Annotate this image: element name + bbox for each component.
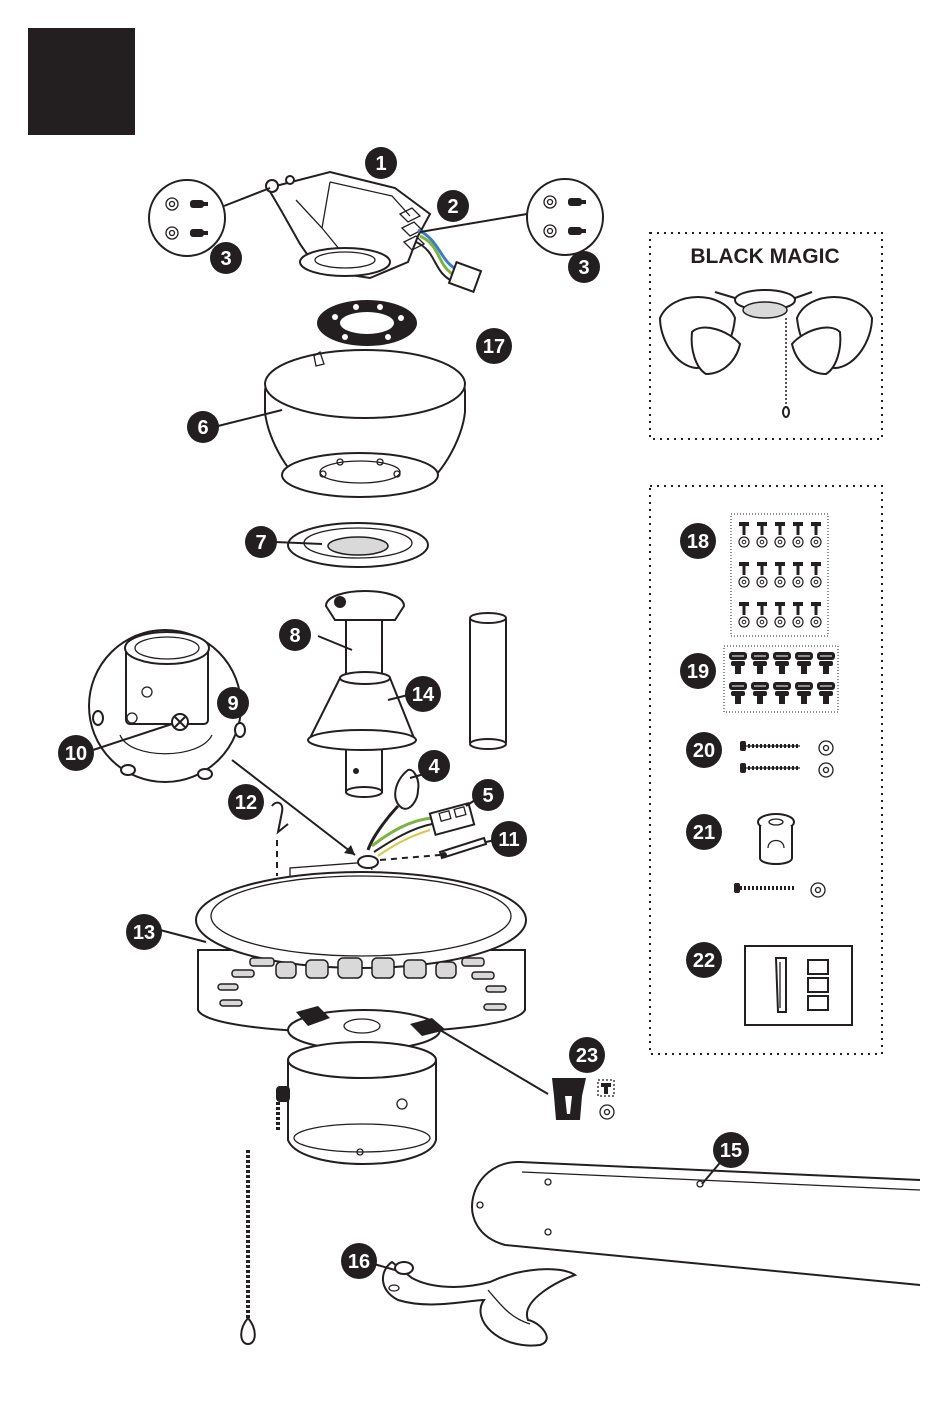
svg-text:7: 7 bbox=[255, 532, 266, 554]
mounting-bracket-part bbox=[266, 172, 481, 292]
small-screw-icon bbox=[739, 602, 749, 627]
bolt-with-lockwasher-icon bbox=[773, 652, 791, 674]
light-kit-panel: BLACK MAGIC bbox=[650, 233, 882, 439]
blade-screws-card bbox=[731, 514, 828, 636]
callout-7: 7 bbox=[245, 526, 277, 558]
small-screw-icon bbox=[739, 522, 749, 547]
callout-5: 5 bbox=[472, 779, 504, 811]
svg-text:10: 10 bbox=[65, 743, 87, 765]
small-screw-icon bbox=[793, 522, 803, 547]
callout-8: 8 bbox=[279, 619, 311, 651]
fan-blade-part bbox=[472, 1158, 920, 1285]
small-screw-icon bbox=[793, 562, 803, 587]
svg-text:6: 6 bbox=[197, 417, 208, 439]
hardware-panel bbox=[650, 486, 882, 1054]
callout-13: 13 bbox=[126, 914, 162, 950]
svg-text:16: 16 bbox=[348, 1251, 370, 1273]
small-screw-icon bbox=[775, 522, 785, 547]
small-screw-icon bbox=[793, 602, 803, 627]
callout-3-left: 3 bbox=[210, 242, 242, 274]
svg-text:23: 23 bbox=[576, 1045, 598, 1067]
svg-text:4: 4 bbox=[428, 756, 440, 778]
motor-housing-part bbox=[160, 856, 526, 1050]
small-screw-icon bbox=[775, 602, 785, 627]
bolt-with-lockwasher-icon bbox=[795, 652, 813, 674]
bolt-with-lockwasher-icon bbox=[729, 652, 747, 674]
svg-text:21: 21 bbox=[693, 822, 715, 844]
svg-text:3: 3 bbox=[578, 257, 589, 279]
gasket-part bbox=[317, 300, 417, 346]
callout-15: 15 bbox=[713, 1132, 749, 1168]
small-screw-icon bbox=[811, 602, 821, 627]
svg-text:15: 15 bbox=[720, 1140, 742, 1162]
bolt-with-lockwasher-icon bbox=[817, 652, 835, 674]
svg-text:1: 1 bbox=[375, 153, 386, 175]
canopy-part bbox=[218, 350, 465, 497]
switch-housing-part bbox=[276, 1042, 436, 1164]
svg-text:8: 8 bbox=[289, 625, 300, 647]
svg-text:12: 12 bbox=[235, 792, 257, 814]
small-screw-icon bbox=[757, 562, 767, 587]
hairpin-clip-part bbox=[272, 803, 288, 876]
bolt-with-lockwasher-icon bbox=[795, 682, 813, 704]
header-block bbox=[28, 28, 135, 135]
balancing-kit bbox=[745, 946, 852, 1025]
bolt-with-lockwasher-icon bbox=[751, 682, 769, 704]
svg-text:2: 2 bbox=[447, 196, 458, 218]
small-screw-icon bbox=[811, 562, 821, 587]
svg-text:19: 19 bbox=[687, 661, 709, 683]
callout-14: 14 bbox=[405, 676, 441, 712]
blade-arm-part bbox=[374, 1262, 575, 1346]
svg-text:17: 17 bbox=[483, 336, 505, 358]
callout-18: 18 bbox=[680, 523, 716, 559]
svg-text:13: 13 bbox=[133, 922, 155, 944]
bracket-screws-inset-left bbox=[149, 180, 270, 256]
light-kit-illustration bbox=[660, 290, 872, 417]
small-screw-icon bbox=[811, 522, 821, 547]
pull-chain-part bbox=[241, 1102, 278, 1344]
callout-6: 6 bbox=[187, 411, 219, 443]
small-screw-icon bbox=[775, 562, 785, 587]
canopy-cover-part bbox=[275, 523, 428, 567]
callout-1: 1 bbox=[365, 147, 397, 179]
bolt-with-lockwasher-icon bbox=[751, 652, 769, 674]
wiring-and-hardware bbox=[368, 770, 495, 860]
svg-text:5: 5 bbox=[482, 785, 493, 807]
coupling-cover-part bbox=[308, 672, 416, 750]
svg-text:18: 18 bbox=[687, 531, 709, 553]
bolt-with-lockwasher-icon bbox=[817, 682, 835, 704]
svg-text:11: 11 bbox=[498, 829, 519, 851]
bolt-with-lockwasher-icon bbox=[773, 682, 791, 704]
hook-hardware bbox=[734, 814, 825, 897]
small-screw-icon bbox=[739, 562, 749, 587]
callout-19: 19 bbox=[680, 653, 716, 689]
svg-text:9: 9 bbox=[227, 693, 238, 715]
svg-text:3: 3 bbox=[220, 248, 231, 270]
svg-text:20: 20 bbox=[693, 740, 715, 762]
callout-21: 21 bbox=[686, 814, 722, 850]
bolt-with-lockwasher-icon bbox=[729, 682, 747, 704]
callout-10: 10 bbox=[58, 735, 94, 771]
extension-downrod-part bbox=[470, 613, 506, 749]
svg-text:14: 14 bbox=[412, 684, 435, 706]
callout-17: 17 bbox=[476, 328, 512, 364]
wood-screws-washers bbox=[740, 741, 833, 777]
bracket-screws-card bbox=[724, 646, 838, 712]
callout-9: 9 bbox=[217, 687, 249, 719]
callout-12: 12 bbox=[228, 784, 264, 820]
callout-16: 16 bbox=[341, 1243, 377, 1279]
callout-22: 22 bbox=[686, 942, 722, 978]
small-screw-icon bbox=[757, 522, 767, 547]
callout-3-right: 3 bbox=[568, 251, 600, 283]
callout-11: 11 bbox=[491, 821, 527, 857]
callout-23: 23 bbox=[569, 1037, 605, 1073]
callout-20: 20 bbox=[686, 732, 722, 768]
light-kit-title: BLACK MAGIC bbox=[690, 245, 839, 268]
svg-text:22: 22 bbox=[693, 950, 715, 972]
callout-2: 2 bbox=[437, 190, 469, 222]
callout-4: 4 bbox=[418, 750, 450, 782]
small-screw-icon bbox=[757, 602, 767, 627]
